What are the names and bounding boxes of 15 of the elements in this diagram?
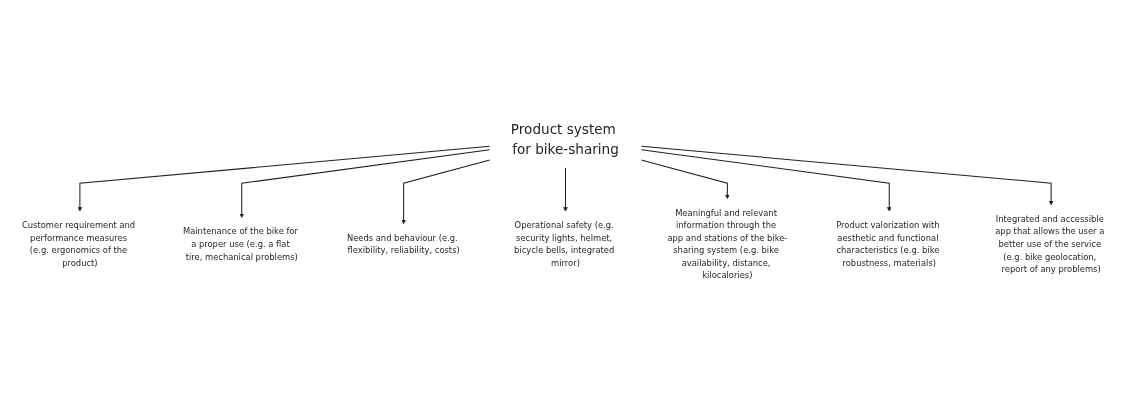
node-text: Product system for bike-sharing — [510, 121, 619, 158]
arrow — [640, 145, 1054, 206]
node-text: Maintenance of the bike for a proper use (e.g. a flat tire, mechanical problems) — [182, 226, 298, 262]
arrow — [563, 167, 568, 212]
node-text: Meaningful and relevant information through the app and stations of the bike-sharing system (e.g. bike availability, distance, kilocalories) — [667, 207, 788, 281]
node-text: Needs and behaviour (e.g. flexibility, reliability, costs) — [346, 232, 460, 256]
arrow — [239, 149, 491, 218]
node-text: Customer requirement and performance measures (e.g. ergonomics of the product) — [21, 220, 136, 268]
node-text: Operational safety (e.g. security lights, helmet, bicycle bells, integrated mirror) — [514, 220, 615, 268]
arrow — [640, 149, 892, 212]
arrow — [401, 159, 491, 225]
arrow — [640, 159, 730, 200]
arrow — [77, 145, 491, 212]
node-text: Integrated and accessible app that allows the user a better use of the service (e.g. bike geolocation, report of any problems) — [995, 214, 1105, 275]
node-text: Product valorization with aesthetic and functional characteristics (e.g. bike robustness, materials) — [836, 220, 940, 268]
